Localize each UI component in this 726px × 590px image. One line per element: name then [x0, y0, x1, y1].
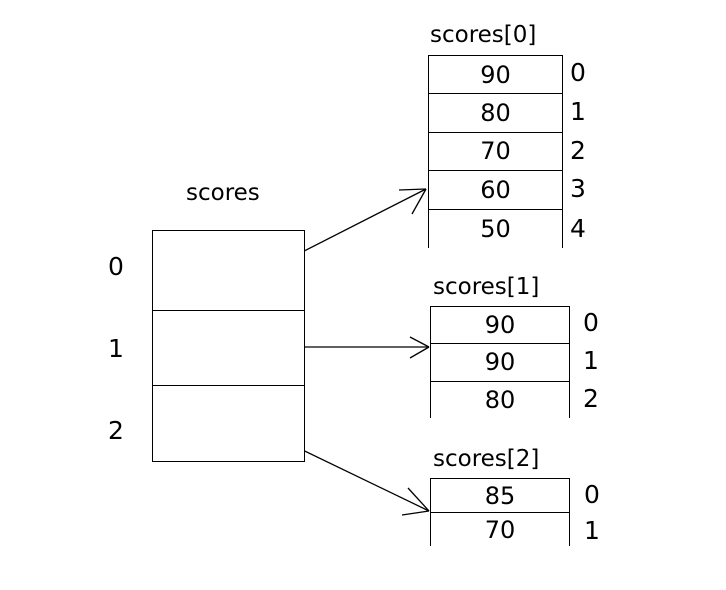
- scores-index-label-2: 2: [108, 416, 124, 445]
- scores-0-index-0: 0: [570, 58, 586, 87]
- scores-1-cell-0[interactable]: 90: [431, 307, 569, 345]
- scores-0-cell-3[interactable]: 60: [429, 171, 562, 210]
- scores-0-index-4: 4: [570, 214, 586, 243]
- scores-cell-1[interactable]: [153, 311, 304, 386]
- scores-0-cell-0[interactable]: 90: [429, 56, 562, 95]
- scores-index-label-0: 0: [108, 252, 124, 281]
- scores-0-index-3: 3: [570, 174, 586, 203]
- scores-0-index-1: 1: [570, 97, 586, 126]
- scores-0-cell-4[interactable]: 50: [429, 209, 562, 248]
- scores-2-cell-0[interactable]: 85: [431, 479, 569, 513]
- scores-2-box: 85 70: [430, 478, 570, 547]
- scores-2-index-1: 1: [584, 516, 600, 545]
- scores-0-box: 90 80 70 60 50: [428, 55, 563, 248]
- scores-1-cell-2[interactable]: 80: [431, 381, 569, 419]
- scores-2-cell-1[interactable]: 70: [431, 513, 569, 547]
- scores-1-index-1: 1: [583, 346, 599, 375]
- scores-cell-2[interactable]: [153, 386, 304, 461]
- scores-1-label: scores[1]: [433, 274, 540, 300]
- scores-0-cell-2[interactable]: 70: [429, 132, 562, 172]
- scores-index-label-1: 1: [108, 334, 124, 363]
- scores-0-label: scores[0]: [430, 22, 537, 48]
- scores-1-cell-1[interactable]: 90: [431, 344, 569, 382]
- scores-1-box: 90 90 80: [430, 306, 570, 419]
- scores-2-label: scores[2]: [433, 446, 540, 472]
- scores-array-box: [152, 230, 305, 462]
- scores-1-index-2: 2: [583, 384, 599, 413]
- scores-0-index-2: 2: [570, 136, 586, 165]
- scores-cell-0[interactable]: [153, 231, 304, 311]
- scores-0-cell-1[interactable]: 80: [429, 94, 562, 133]
- scores-array-label: scores: [186, 180, 260, 206]
- scores-1-index-0: 0: [583, 308, 599, 337]
- scores-2-index-0: 0: [584, 480, 600, 509]
